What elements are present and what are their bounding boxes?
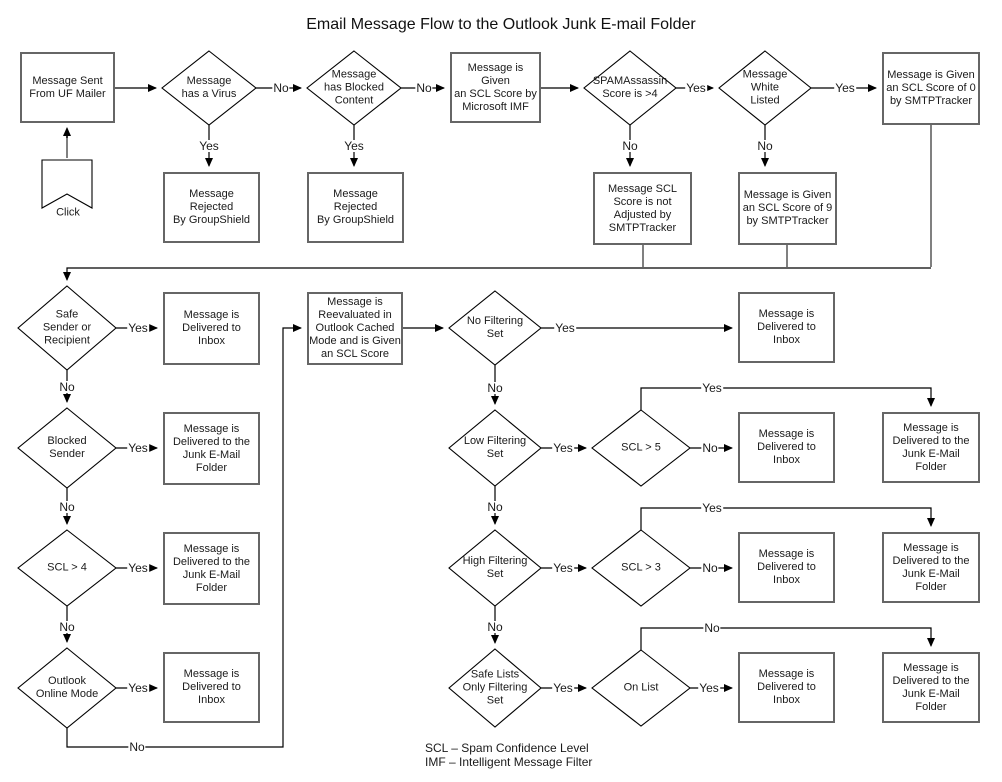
diamond-no-filtering [448, 290, 542, 366]
edge-label-yes: Yes [552, 561, 574, 575]
edge-label-yes: Yes [552, 681, 574, 695]
node-inbox-2: Message is Delivered to Inbox [163, 652, 260, 723]
label-safe-sender: Safe Sender or Recipient [42, 308, 92, 347]
legend-scl: SCL – Spam Confidence Level [425, 741, 589, 755]
label-high-filtering: High Filtering Set [462, 555, 528, 580]
edge-label-no: No [486, 620, 504, 634]
edge-label-yes: Yes [127, 321, 149, 335]
legend: SCL – Spam Confidence Level IMF – Intell… [425, 741, 592, 769]
edge-label-yes: Yes [554, 321, 576, 335]
click-banner-shape [41, 159, 93, 209]
edge-label-no: No [703, 621, 721, 635]
label-low-filtering: Low Filtering Set [463, 435, 527, 460]
diamond-scl-gt5 [591, 409, 691, 487]
node-junk-2: Message is Delivered to the Junk E-Mail … [163, 532, 260, 605]
edge-label-no: No [756, 139, 774, 153]
label-blocked-sender: Blocked Sender [47, 435, 87, 460]
edge-label-no: No [58, 620, 76, 634]
label-scl-gt3: SCL > 3 [621, 561, 661, 574]
edge-label-yes: Yes [701, 501, 723, 515]
diamond-white-listed [718, 50, 812, 126]
edge-label-yes: Yes [701, 381, 723, 395]
elbow-sclgt5-yes [640, 387, 935, 410]
label-on-list: On List [623, 681, 659, 694]
label-scl-gt4: SCL > 4 [47, 561, 87, 574]
elbow-outlookonline-no [66, 324, 302, 748]
edge-label-no: No [58, 500, 76, 514]
diamond-safe-sender [17, 285, 117, 371]
node-reevaluated: Message is Reevaluated in Outlook Cached… [307, 292, 403, 365]
node-inbox-3: Message is Delivered to Inbox [738, 292, 835, 363]
edge-label-yes: Yes [127, 441, 149, 455]
diagram-title: Email Message Flow to the Outlook Junk E… [306, 16, 696, 33]
node-start: Message Sent From UF Mailer [20, 52, 115, 123]
label-white-listed: Message White Listed [742, 68, 788, 107]
diamond-spamassassin [583, 50, 677, 126]
diamond-scl-gt4 [17, 529, 117, 607]
edge-label-no: No [701, 561, 719, 575]
edge-label-yes: Yes [834, 81, 856, 95]
edge-label-yes: Yes [127, 681, 149, 695]
edge-label-yes: Yes [343, 139, 365, 153]
node-junk-3: Message is Delivered to the Junk E-Mail … [882, 412, 980, 483]
elbow-onlist-no [640, 627, 935, 650]
node-rejected-1: Message Rejected By GroupShield [163, 172, 260, 243]
decision-shapes [17, 50, 812, 729]
elbow-sclgt3-yes [640, 507, 935, 530]
node-inbox-5: Message is Delivered to Inbox [738, 532, 835, 603]
edge-label-yes: Yes [552, 441, 574, 455]
label-spamassassin: SPAMAssassin Score is >4 [592, 75, 668, 100]
label-outlook-online: Outlook Online Mode [35, 675, 99, 700]
edge-label-no: No [128, 740, 146, 754]
diamond-outlook-online [17, 647, 117, 729]
diamond-blocked-sender [17, 407, 117, 489]
label-no-filtering: No Filtering Set [466, 315, 524, 340]
edge-label-yes: Yes [698, 681, 720, 695]
edge-label-no: No [58, 380, 76, 394]
node-junk-1: Message is Delivered to the Junk E-Mail … [163, 412, 260, 485]
diamond-high-filtering [448, 529, 542, 607]
node-scl0: Message is Given an SCL Score of 0 by SM… [882, 52, 980, 125]
edge-label-no: No [272, 81, 290, 95]
label-click: Click [56, 206, 80, 219]
legend-imf: IMF – Intelligent Message Filter [425, 755, 593, 769]
edge-label-no: No [701, 441, 719, 455]
edge-label-yes: Yes [127, 561, 149, 575]
node-rejected-2: Message Rejected By GroupShield [307, 172, 404, 243]
label-scl-gt5: SCL > 5 [621, 441, 661, 454]
bus-to-safesender [63, 267, 931, 281]
edge-label-yes: Yes [685, 81, 707, 95]
node-inbox-1: Message is Delivered to Inbox [163, 292, 260, 365]
diamond-low-filtering [448, 409, 542, 487]
label-virus: Message has a Virus [181, 75, 237, 100]
node-not-adjusted: Message SCL Score is not Adjusted by SMT… [593, 172, 692, 245]
diamond-on-list [591, 649, 691, 727]
label-blocked-content: Message has Blocked Content [324, 68, 384, 107]
diamond-safe-lists [448, 648, 542, 728]
label-safe-lists: Safe Lists Only Filtering Set [462, 668, 528, 707]
edge-label-no: No [621, 139, 639, 153]
node-scl9: Message is Given an SCL Score of 9 by SM… [738, 172, 837, 245]
node-junk-5: Message is Delivered to the Junk E-Mail … [882, 652, 980, 723]
node-junk-4: Message is Delivered to the Junk E-Mail … [882, 532, 980, 603]
diamond-blocked-content [306, 50, 402, 126]
edge-label-no: No [415, 81, 433, 95]
node-inbox-6: Message is Delivered to Inbox [738, 652, 835, 723]
edge-label-yes: Yes [198, 139, 220, 153]
edge-label-no: No [486, 381, 504, 395]
diamond-virus [161, 50, 257, 126]
node-imf-score: Message is Given an SCL Score by Microso… [450, 52, 541, 123]
diamond-scl-gt3 [591, 529, 691, 607]
node-inbox-4: Message is Delivered to Inbox [738, 412, 835, 483]
edge-label-no: No [486, 500, 504, 514]
